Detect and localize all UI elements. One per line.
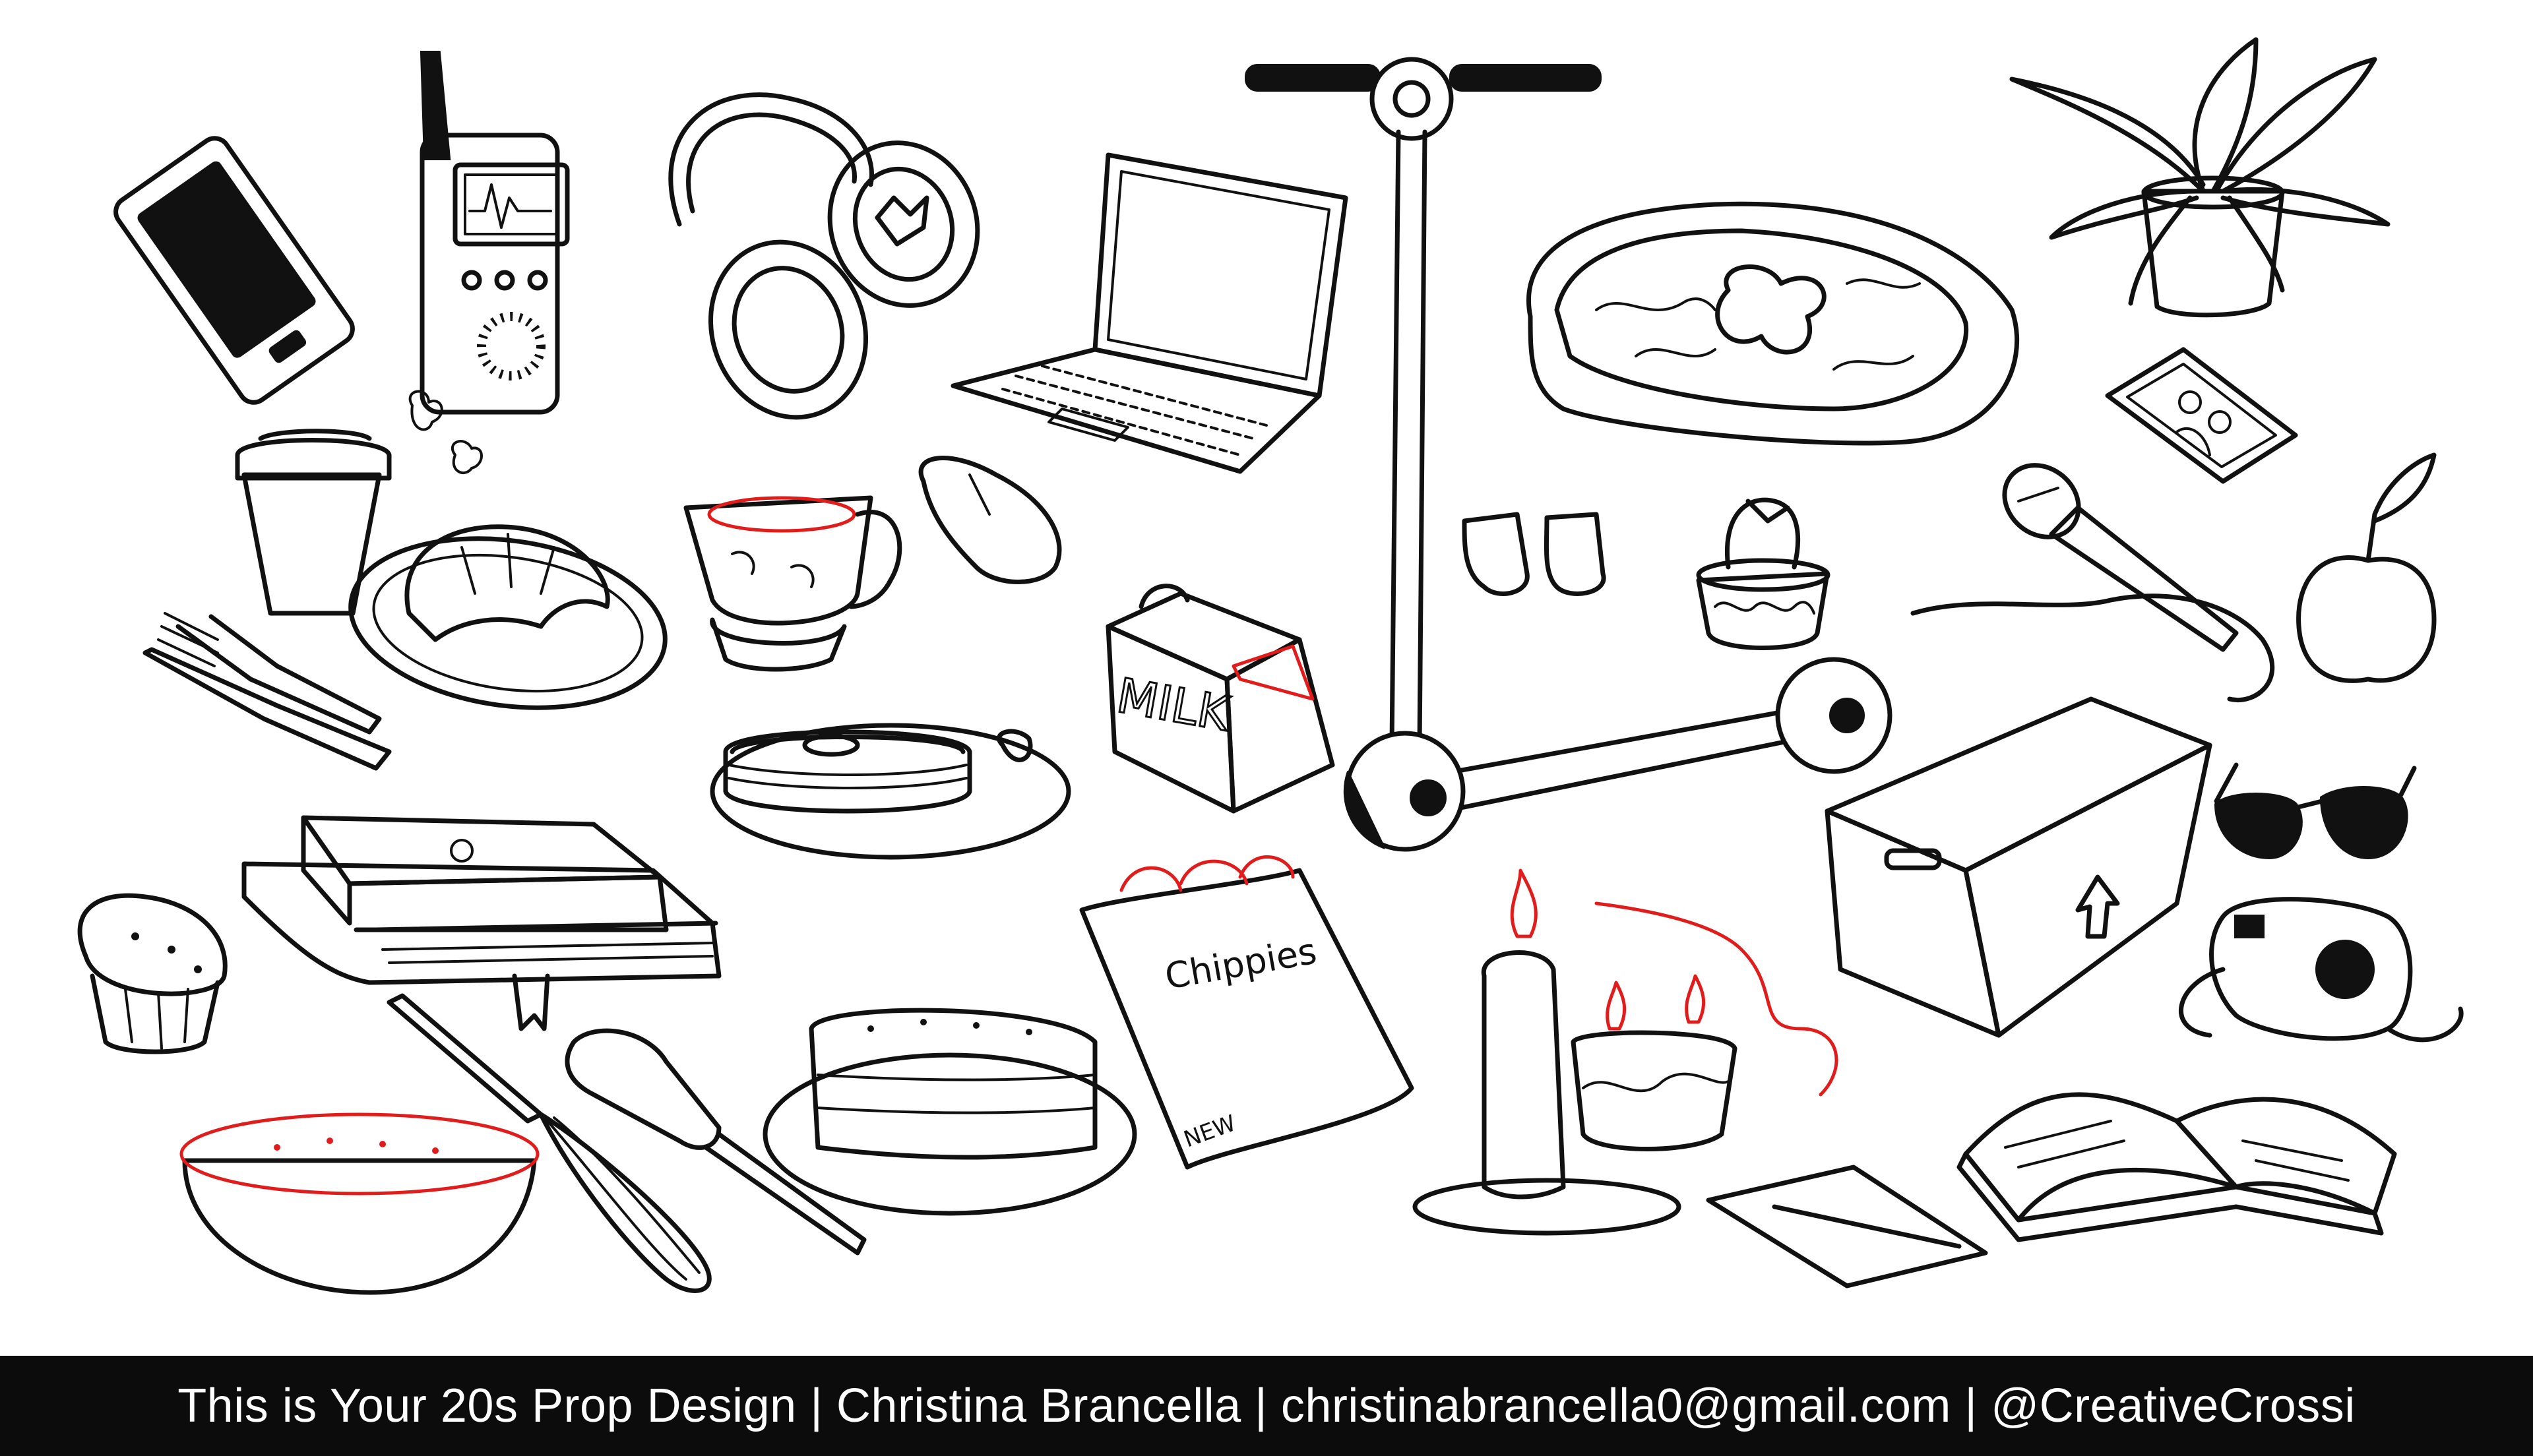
milk-label: MILK xyxy=(1113,667,1234,742)
walkie-talkie-icon xyxy=(420,51,570,415)
credits-banner: This is Your 20s Prop Design | Christina… xyxy=(0,1356,2533,1456)
bowl-icon xyxy=(179,1112,540,1295)
pet-bed-icon xyxy=(1526,201,2020,446)
credits-text: This is Your 20s Prop Design | Christina… xyxy=(177,1380,2356,1432)
candle-icon xyxy=(1412,868,1681,1236)
apple-icon xyxy=(2296,452,2437,683)
teacup-icon xyxy=(683,495,902,672)
milk-carton-icon: MILK xyxy=(1106,584,1335,814)
camera-icon xyxy=(2179,897,2464,1043)
prop-illustration-sheet: MILK xyxy=(77,37,2464,1295)
cactus-icon xyxy=(1696,497,1830,650)
pancakes-icon xyxy=(710,723,1071,860)
fork-knife-icon xyxy=(142,612,392,771)
cake-icon xyxy=(763,1008,1137,1216)
smartphone-icon xyxy=(113,136,355,405)
socks-icon xyxy=(1462,512,1606,596)
croissant-icon xyxy=(348,524,668,710)
headphones-icon xyxy=(668,92,980,420)
whisk-icon xyxy=(387,993,712,1293)
books-icon xyxy=(241,815,722,1031)
photo-icon xyxy=(2105,347,2298,484)
potted-plant-icon xyxy=(2009,37,2391,318)
spatula-icon xyxy=(565,1028,867,1256)
laptop-icon xyxy=(951,152,1348,474)
incense-icon xyxy=(1594,901,1988,1289)
open-book-icon xyxy=(1956,1092,2397,1242)
mouse-icon xyxy=(918,456,1062,584)
muffin-icon xyxy=(77,893,228,1054)
chips-label: Chippies xyxy=(1162,930,1319,997)
scooter-icon xyxy=(1245,57,1892,852)
microphone-icon xyxy=(1910,463,2275,702)
candle-bowl-icon xyxy=(1571,974,1737,1151)
sunglasses-icon xyxy=(2214,762,2417,860)
box-icon xyxy=(1825,696,2212,1038)
chips-badge: NEW xyxy=(1180,1110,1239,1153)
